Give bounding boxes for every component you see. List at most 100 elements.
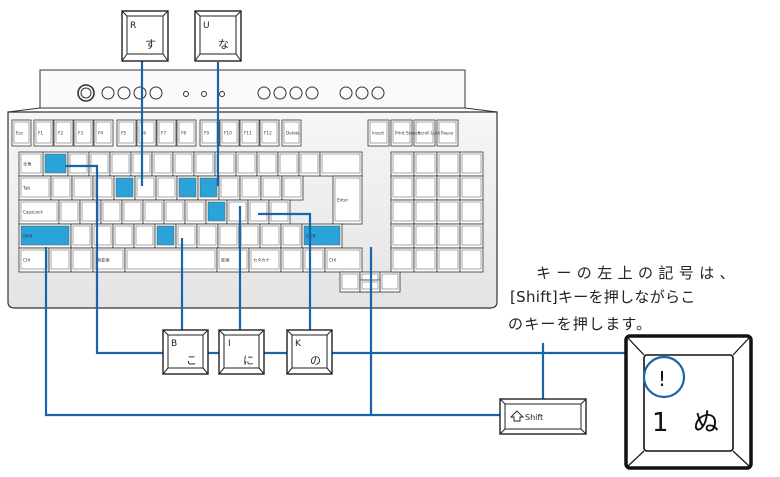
key-fn-2-cap	[55, 121, 72, 144]
key-app-cap	[304, 249, 324, 270]
key-fn-7-cap	[158, 121, 175, 144]
key-fn-8-cap	[178, 121, 195, 144]
key-fn-1-label: F1	[38, 131, 43, 136]
callout-key-i-kana: に	[243, 354, 254, 367]
key-pad-4-0-cap	[392, 249, 413, 270]
key-ctrl-right-cap	[326, 249, 361, 270]
key-pad-4-1-cap	[415, 249, 436, 270]
callout-key-b-main: B	[171, 339, 177, 349]
key-top-2-cap	[94, 177, 113, 198]
key-fn-2-label: F2	[58, 131, 63, 136]
key-home-7-cap	[207, 201, 226, 222]
key-caps-label: CapsLock	[23, 210, 43, 215]
key-fn-12-cap	[261, 121, 278, 144]
key-top-5-cap	[157, 177, 176, 198]
shift-arrow-icon	[509, 410, 525, 422]
key-top-10-cap	[262, 177, 281, 198]
key-num-1-cap	[90, 153, 109, 174]
callout-key-i-main: I	[228, 339, 231, 349]
callout-shift-label: Shift	[525, 413, 543, 422]
key-num-2-cap	[111, 153, 130, 174]
key-one-cap	[44, 153, 67, 174]
key-pad-4-2-cap	[438, 249, 459, 270]
key-home-3-cap	[123, 201, 142, 222]
key-sys-1-cap	[392, 121, 411, 144]
callout-key-k-main: K	[295, 339, 302, 349]
key-tab-cap	[20, 177, 50, 198]
key-bottom-5-cap	[177, 225, 196, 246]
key-pad-0-2-cap	[438, 153, 459, 174]
key-top-11-cap	[283, 177, 302, 198]
key-bottom-9-cap	[261, 225, 280, 246]
key-fn-0-label: Esc	[16, 131, 24, 136]
key-fn-12-label: F12	[264, 131, 272, 136]
key-sys-0-label: Insert	[372, 131, 384, 136]
key-caps-cap	[20, 201, 58, 222]
key-tab-label: Tab	[22, 186, 30, 191]
key-pad-2-1-cap	[415, 201, 436, 222]
key-pad-2-3-cap	[461, 201, 482, 222]
key-sys-0-cap	[369, 121, 388, 144]
key-muhenkan-label: 無変換	[97, 257, 110, 264]
key-arrow-left-cap	[341, 273, 359, 290]
key-pad-2-0-cap	[392, 201, 413, 222]
key-bottom-2-cap	[114, 225, 133, 246]
key-num-11-cap	[300, 153, 319, 174]
key-num-5-cap	[174, 153, 193, 174]
key-home-0-cap	[60, 201, 79, 222]
key-sys-2-cap	[415, 121, 434, 144]
note-line-3: のキーを押します。	[508, 315, 653, 333]
key-fn-5-cap	[118, 121, 135, 144]
key-bottom-0-cap	[72, 225, 91, 246]
key-home-4-cap	[144, 201, 163, 222]
key-num-9-cap	[258, 153, 277, 174]
key-fn-9-label: F9	[204, 131, 209, 136]
key-bottom-6-cap	[198, 225, 217, 246]
key-fn-4-label: F4	[98, 131, 103, 136]
key-pad-4-3-cap	[461, 249, 482, 270]
key-fn-3-cap	[75, 121, 92, 144]
key-pad-1-1-cap	[415, 177, 436, 198]
key-bottom-7-cap	[219, 225, 238, 246]
key-ctrl-right-label: Ctrl	[329, 258, 336, 263]
callout-key-b-kana: こ	[186, 354, 197, 367]
key-fn-8-label: F8	[181, 131, 186, 136]
key-home-5-cap	[165, 201, 184, 222]
key-pad-1-0-cap	[392, 177, 413, 198]
shift-symbol-highlight	[642, 355, 686, 399]
key-sys-1-label: Print Screen	[395, 131, 421, 136]
key-num-7-cap	[216, 153, 235, 174]
key-pad-3-0-cap	[392, 225, 413, 246]
key-pad-2-2-cap	[438, 201, 459, 222]
key-top-8-cap	[220, 177, 239, 198]
key-hankaku-label: 全角	[23, 161, 31, 168]
key-pad-0-1-cap	[415, 153, 436, 174]
key-home-8-cap	[228, 201, 247, 222]
key-bottom-10-cap	[282, 225, 301, 246]
key-sys-3-cap	[438, 121, 457, 144]
key-muhenkan-cap	[94, 249, 124, 270]
callout-key-b: B こ	[162, 329, 209, 375]
key-pad-0-3-cap	[461, 153, 482, 174]
callout-shift-key: Shift	[499, 398, 587, 435]
big-key-kana: ぬ	[693, 408, 719, 438]
key-fn-13-cap	[283, 121, 300, 144]
key-num-6-cap	[195, 153, 214, 174]
callout-key-r-kana: す	[145, 38, 156, 51]
key-enter-cap	[334, 177, 361, 222]
key-top-4-cap	[136, 177, 155, 198]
key-arrow-right-cap	[381, 273, 399, 290]
key-fn-11-label: F11	[244, 131, 252, 136]
key-hankaku-cap	[20, 153, 42, 174]
callout-key-k: K の	[286, 329, 333, 375]
key-katakana-cap	[250, 249, 280, 270]
callout-key-u-main: U	[203, 21, 210, 31]
line-k	[258, 212, 312, 330]
key-fn-10-label: F10	[224, 131, 232, 136]
key-top-7-cap	[199, 177, 218, 198]
key-sys-3-label: Pause	[441, 131, 454, 136]
big-key-symbol: !	[658, 367, 666, 391]
callout-key-r-main: R	[130, 21, 136, 31]
